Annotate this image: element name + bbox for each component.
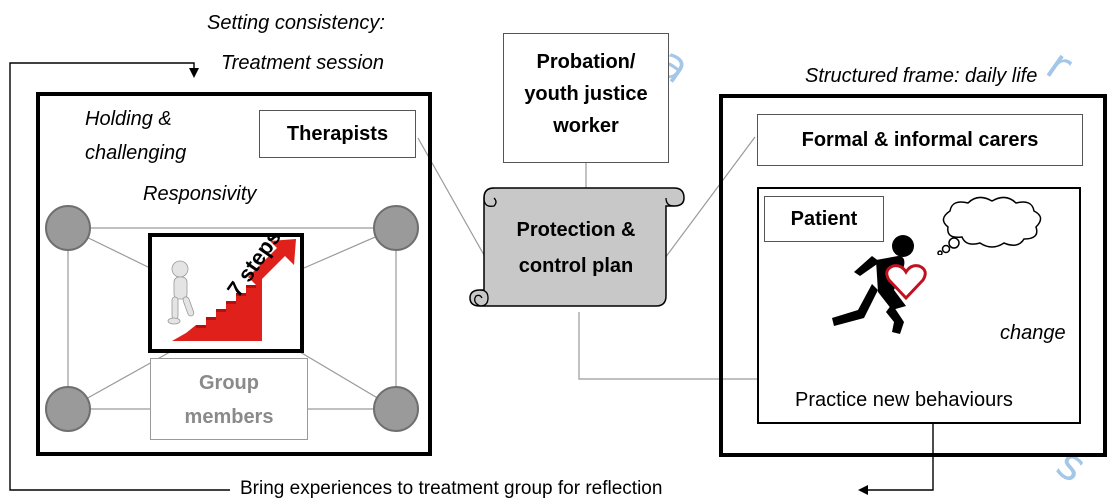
group-member-circle-bottom-left (45, 386, 91, 432)
scroll-shape (469, 187, 685, 307)
group-member-circle-top-right (373, 205, 419, 251)
thought-cloud-icon (937, 196, 1042, 255)
treatment-session-frame (36, 92, 432, 456)
plan-link-lines (417, 136, 759, 380)
staircase-figure-icon (167, 239, 296, 341)
protection-line-2: control plan (518, 255, 634, 277)
holding-line-2: challenging (85, 142, 187, 164)
holding-line-1: Holding & (85, 108, 172, 130)
patient-label: Patient (790, 207, 858, 230)
treatment-session-label: Treatment session (221, 52, 385, 74)
responsivity-label: Responsivity (143, 183, 257, 205)
change-label: change (1000, 322, 1066, 344)
probation-line-3: worker (553, 115, 619, 137)
patient-label-box: Patient (764, 196, 884, 242)
heart-icon (885, 264, 927, 301)
group-members-line-2: members (184, 406, 274, 428)
carers-box: Formal & informal carers (757, 114, 1083, 166)
therapists-label: Therapists (286, 122, 389, 145)
group-member-circle-top-left (45, 205, 91, 251)
protection-plan-label: Protection & control plan (488, 212, 664, 284)
protection-line-1: Protection & (516, 219, 636, 241)
probation-line-1: Probation/ (536, 51, 636, 73)
practice-behaviours-label: Practice new behaviours (795, 389, 1013, 411)
holding-challenging-label: Holding & challenging (85, 102, 186, 170)
daily-life-frame (719, 94, 1107, 457)
structured-frame-label: Structured frame: daily life (805, 65, 1038, 87)
group-members-line-1: Group (199, 372, 259, 394)
steps-image: 7 steps (148, 233, 304, 353)
group-members-box: Group members (150, 358, 308, 440)
setting-consistency-label: Setting consistency: (207, 12, 385, 34)
carers-label: Formal & informal carers (801, 128, 1039, 151)
bring-experiences-label: Bring experiences to treatment group for… (240, 478, 663, 499)
therapists-box: Therapists (259, 110, 416, 158)
probation-line-2: youth justice (524, 83, 648, 105)
probation-worker-box: Probation/ youth justice worker (503, 33, 669, 163)
group-member-circle-bottom-right (373, 386, 419, 432)
